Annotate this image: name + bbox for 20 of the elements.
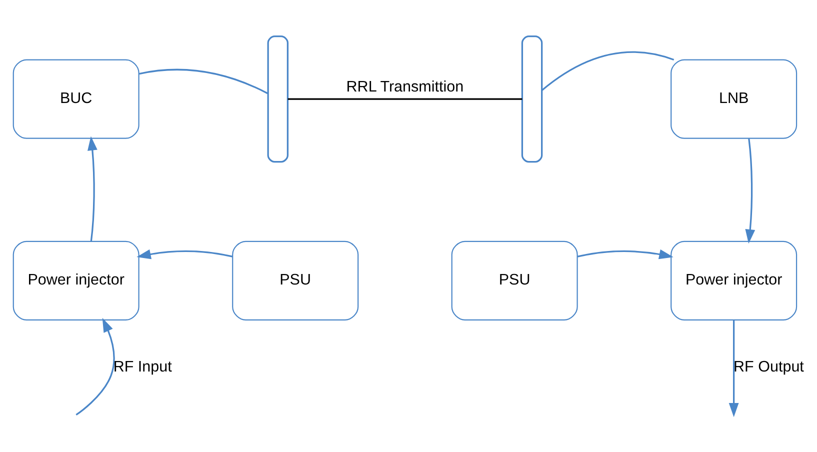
arrow xyxy=(136,249,233,260)
edge-label: RRL Transmittion xyxy=(346,78,464,96)
node-arc xyxy=(521,36,543,163)
arrow xyxy=(76,318,115,416)
edge-label: RF Input xyxy=(113,358,172,376)
connector xyxy=(139,68,268,94)
arrow xyxy=(728,320,739,418)
node-box: Power injector xyxy=(12,240,140,320)
arrow xyxy=(577,249,674,260)
node-arc xyxy=(267,36,289,163)
node-box: PSU xyxy=(451,240,578,320)
node-box: BUC xyxy=(12,59,140,139)
arrow xyxy=(88,136,98,242)
node-box: PSU xyxy=(232,240,359,320)
arrow xyxy=(745,138,756,244)
node-box: LNB xyxy=(670,59,798,139)
node-box: Power injector xyxy=(670,240,798,320)
connector xyxy=(541,51,674,91)
connector xyxy=(288,98,522,100)
edge-label: RF Output xyxy=(734,358,804,376)
